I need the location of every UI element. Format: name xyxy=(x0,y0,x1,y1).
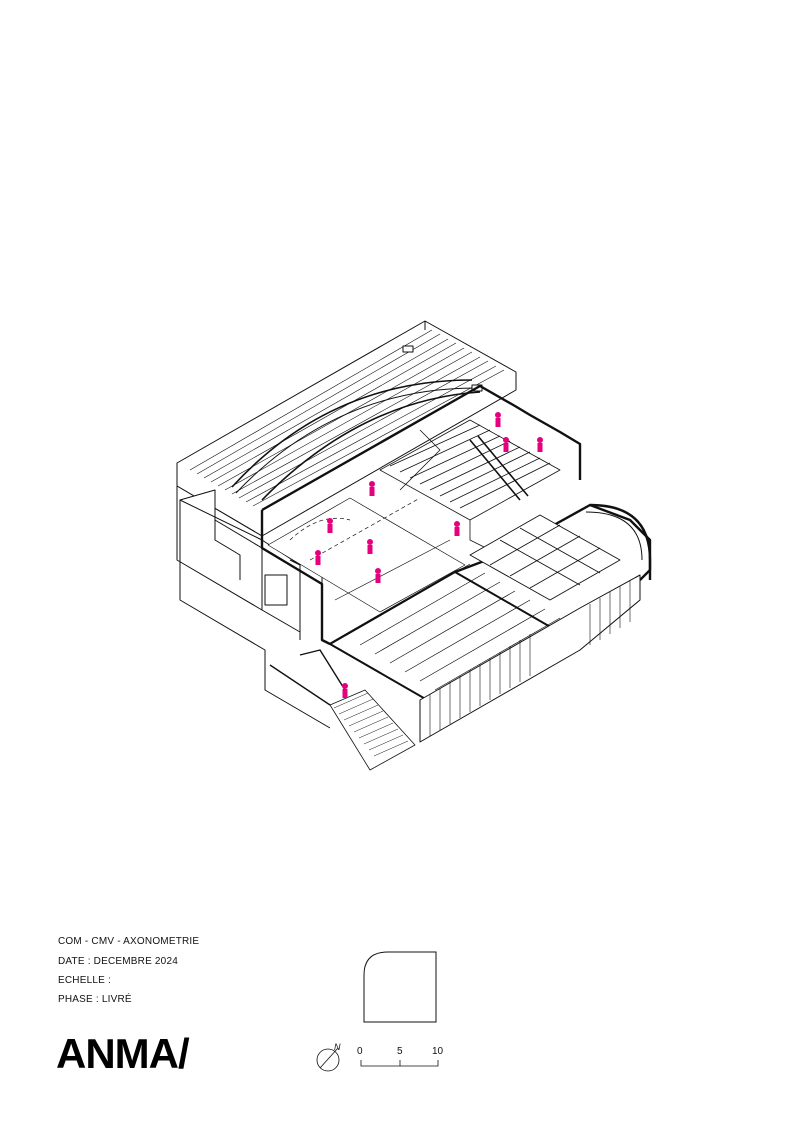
title-line-scale: ECHELLE : xyxy=(58,975,111,986)
north-label: N xyxy=(334,1042,341,1052)
sports-hall-floor xyxy=(267,497,466,613)
room-partitions xyxy=(469,514,621,601)
key-plan xyxy=(363,951,437,1023)
human-figures xyxy=(315,412,543,698)
tiered-seating xyxy=(379,419,561,556)
title-line-phase: PHASE : LIVRÉ xyxy=(58,994,132,1005)
scale-label-10: 10 xyxy=(432,1046,444,1057)
scale-label-5: 5 xyxy=(397,1046,403,1057)
anma-logo: ANMA/ xyxy=(56,1030,190,1077)
entrance-stairs xyxy=(269,649,416,771)
front-facade xyxy=(419,503,652,743)
title-line-date: DATE : DECEMBRE 2024 xyxy=(58,956,178,967)
scale-bar xyxy=(360,1060,439,1067)
scale-label-0: 0 xyxy=(357,1046,363,1057)
title-line-project: COM - CMV - AXONOMETRIE xyxy=(58,936,200,947)
north-arrow-icon xyxy=(316,1047,340,1072)
roof-block xyxy=(176,320,517,537)
